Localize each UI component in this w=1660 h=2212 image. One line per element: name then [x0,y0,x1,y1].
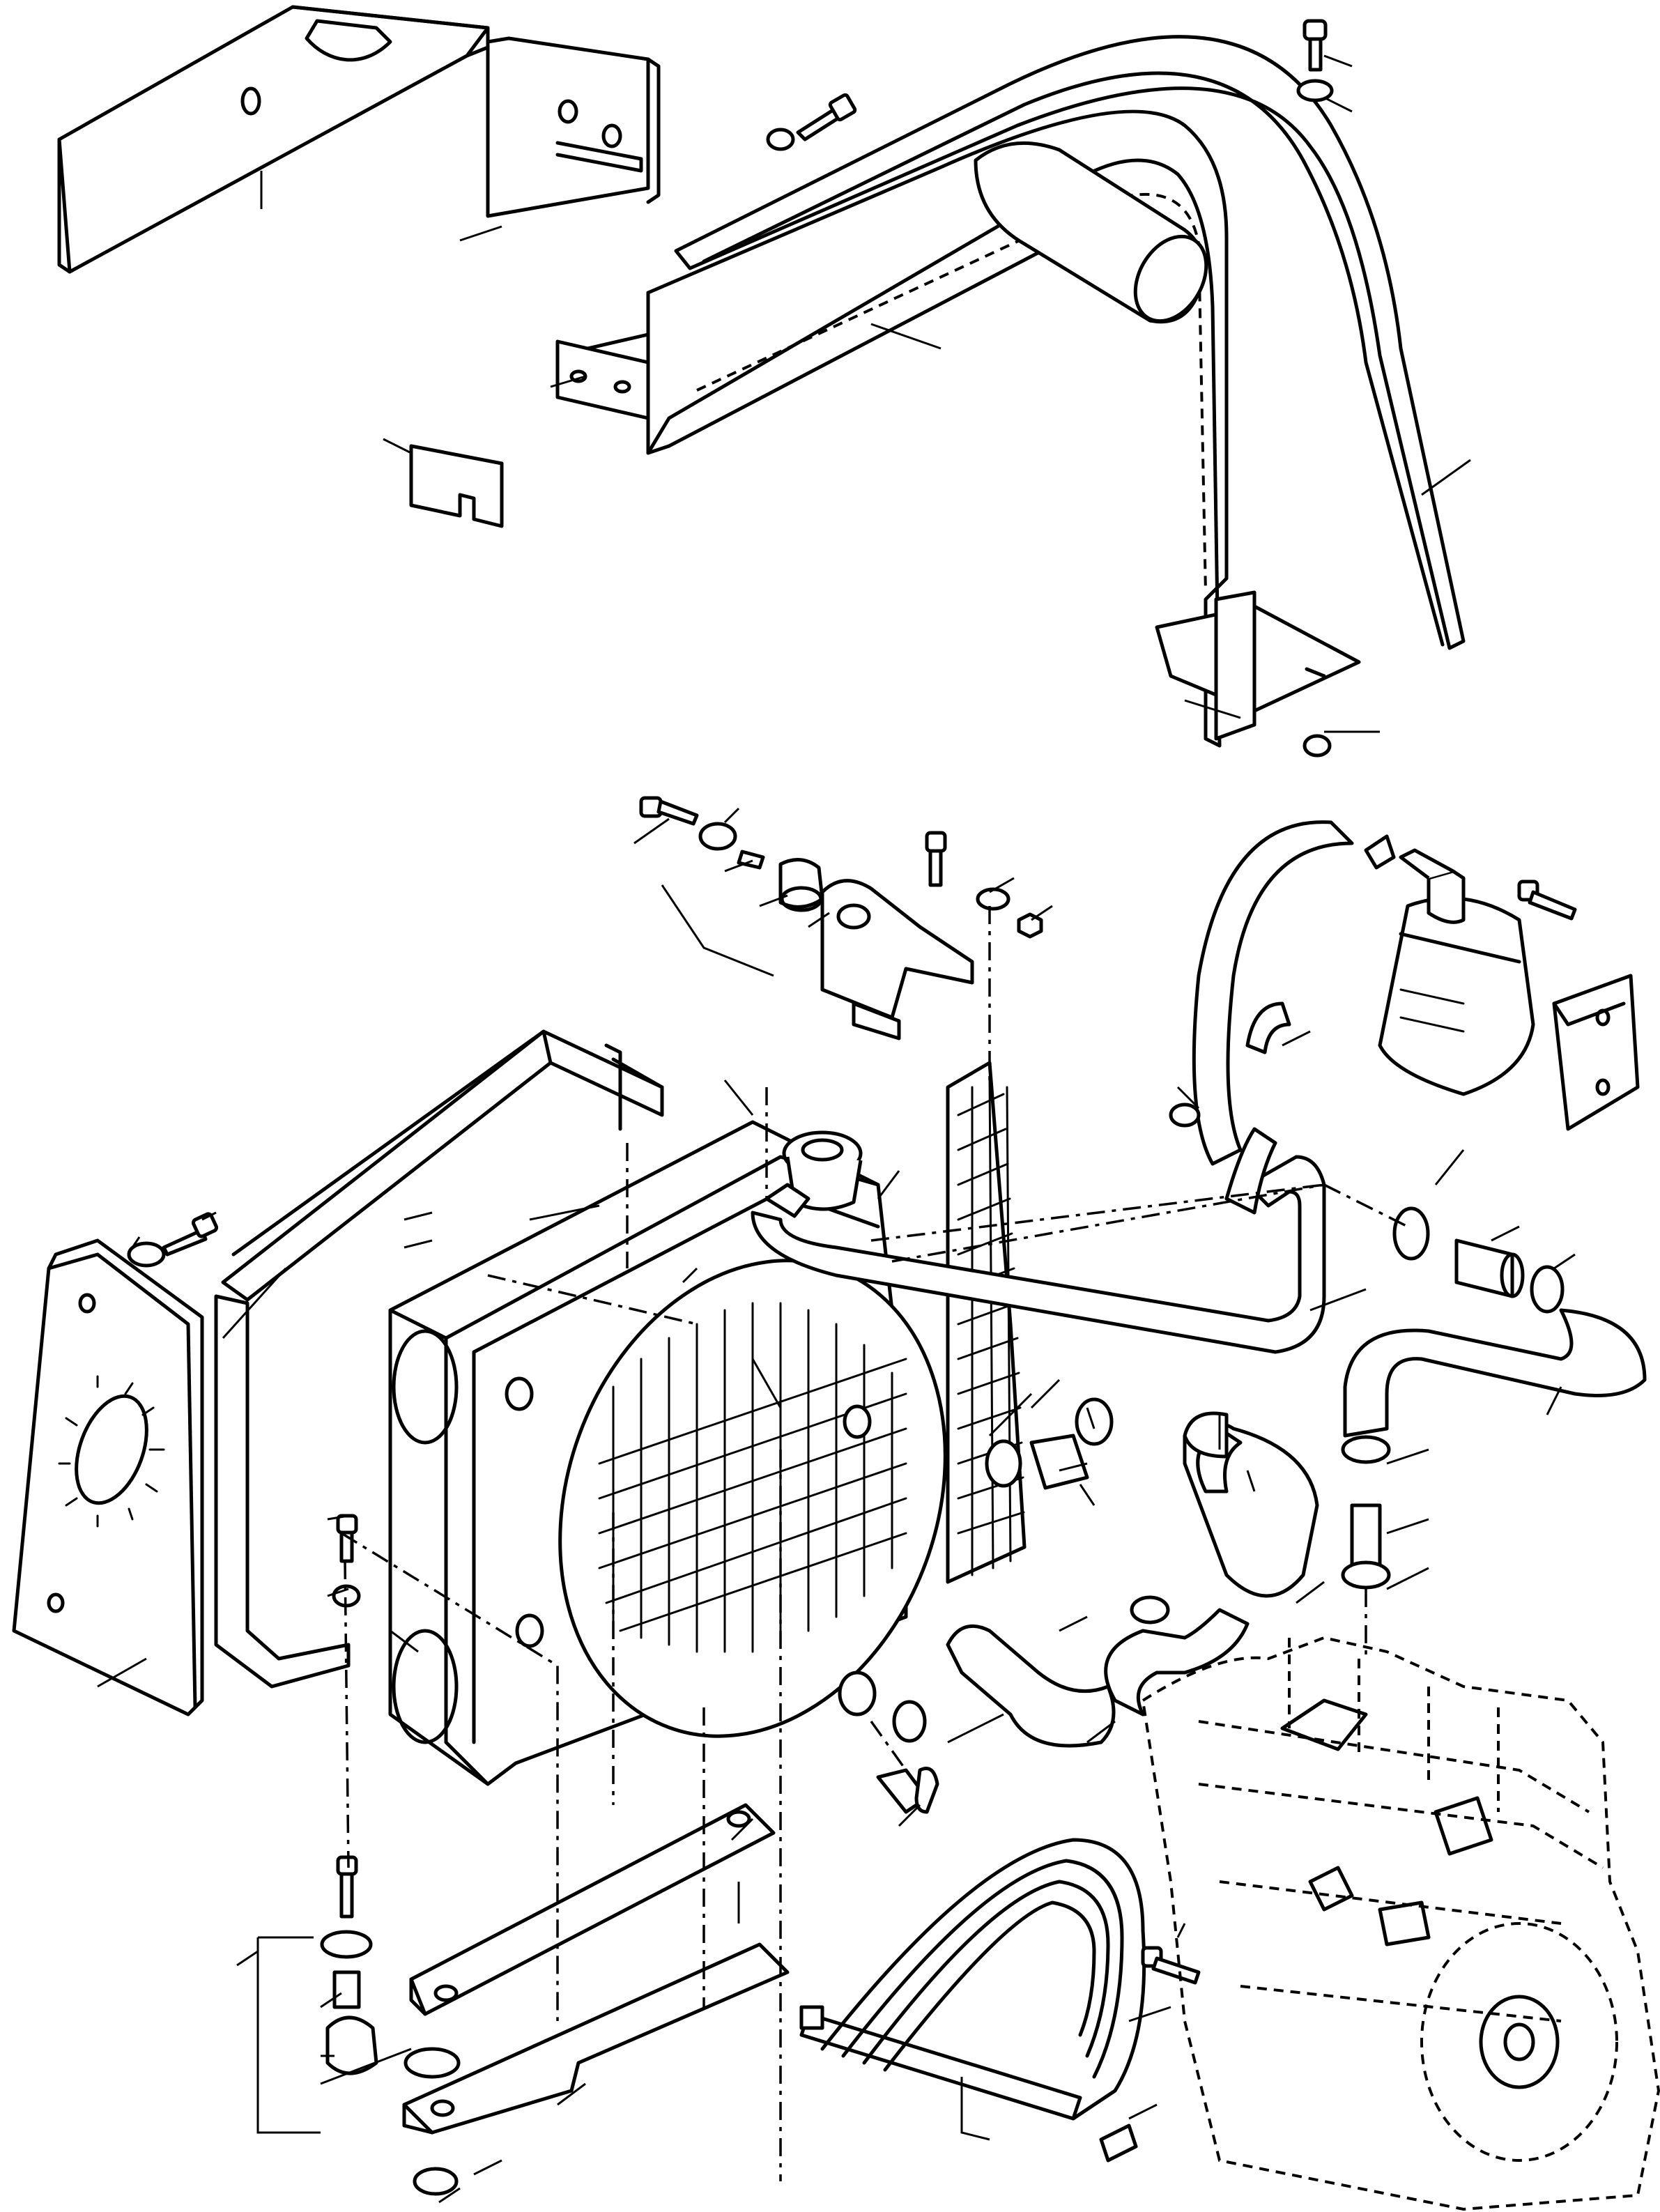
side-panel [57,5,490,274]
foot-bracket [1155,590,1361,741]
bottom-hose-middle [1104,1411,1319,1716]
radiator-upper-bracket [820,879,974,1040]
shim-plate [409,444,504,528]
bracket-bolt [925,831,1043,939]
expansion-tank [1364,834,1535,1096]
radiator-fin-grid [598,1302,907,1653]
flange-plate [12,1238,204,1716]
lower-bracket-2 [402,1942,790,2135]
fan-guard-mesh [946,1061,1027,1584]
leader-lines-upper [260,54,1471,733]
lower-hardware-bottom [404,2047,461,2196]
frame-arch [555,109,1229,748]
radiator-core [388,1120,947,1786]
bolt-upper-2 [1296,19,1334,758]
lower-radiator-hose [1341,1308,1647,1590]
mount-hardware-top [639,796,824,912]
flange-bolt [127,1212,219,1268]
mounting-plate [486,36,661,218]
tank-bolt [1517,880,1577,921]
lower-bracket-1 [409,1803,776,2016]
drain-cock [876,1767,939,1814]
edge-trim [674,35,1466,650]
drain-hose [838,1624,1116,1748]
upper-tube [974,141,1208,324]
leader-lines-lower [97,807,1576,2204]
bolt-upper-1 [766,93,857,151]
mount-hardware-left [320,1514,378,2075]
shroud-frame [214,1029,664,1689]
upper-radiator-hose [751,820,1354,1354]
small-hose-mid [985,1397,1114,1490]
coil-bolt [1141,1946,1201,1985]
hose-coil [799,1838,1146,2163]
tank-bracket [1552,974,1640,1131]
engine-block [1141,1636,1660,2211]
hose-clamps-right [1392,1206,1565,1314]
filler-neck [764,1130,863,1218]
assembly-lines-lower [341,906,1408,2181]
